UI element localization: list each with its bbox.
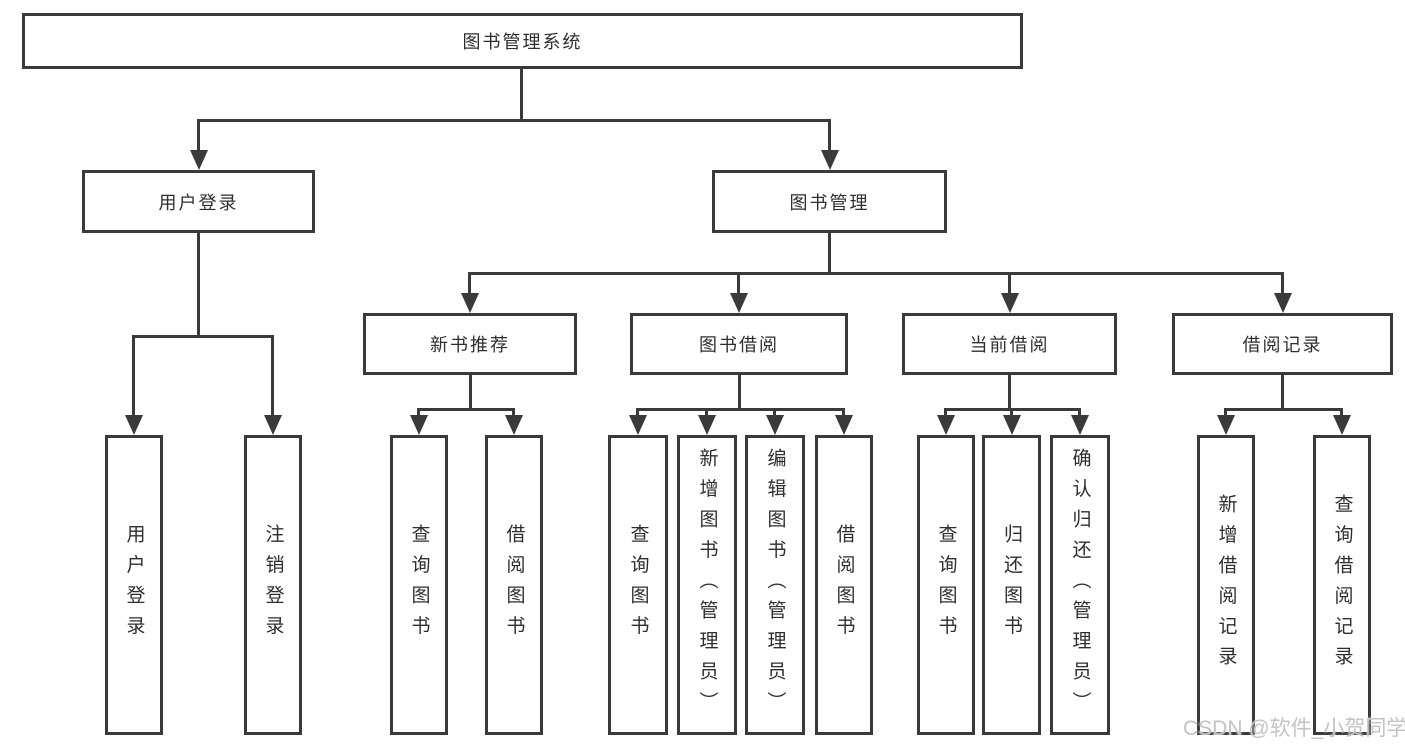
arrowhead-down-icon <box>1217 415 1235 435</box>
leaf-confirm-return-admin-label: 确认归还（管理员） <box>1069 448 1091 722</box>
arrowhead-down-icon <box>1071 415 1089 435</box>
leaf-query-borrow-record: 查询借阅记录 <box>1313 435 1371 735</box>
connector-hline <box>132 335 274 338</box>
leaf-borrow-books-1: 借阅图书 <box>485 435 543 735</box>
connector-vline <box>271 335 274 415</box>
leaf-query-books-1-label: 查询图书 <box>408 524 430 646</box>
leaf-add-books-admin: 新增图书（管理员） <box>677 435 737 735</box>
node-user-login: 用户登录 <box>82 170 315 233</box>
connector-vline <box>705 408 708 415</box>
connector-vline <box>738 375 741 408</box>
leaf-query-books-3-label: 查询图书 <box>935 524 957 646</box>
connector-vline <box>1078 408 1081 415</box>
leaf-add-books-admin-label: 新增图书（管理员） <box>696 448 718 722</box>
connector-vline <box>1008 272 1011 293</box>
connector-vline <box>737 272 740 293</box>
node-borrowing-records-label: 借阅记录 <box>1242 335 1323 355</box>
arrowhead-down-icon <box>835 415 853 435</box>
node-new-book-recommendation-label: 新书推荐 <box>430 335 510 355</box>
arrowhead-down-icon <box>937 415 955 435</box>
connector-vline <box>1281 272 1284 293</box>
connector-vline <box>944 408 947 415</box>
node-user-login-label: 用户登录 <box>158 192 239 213</box>
connector-vline <box>132 335 135 415</box>
leaf-query-books-1: 查询图书 <box>390 435 448 735</box>
leaf-add-borrow-record-label: 新增借阅记录 <box>1215 493 1237 677</box>
node-borrowing-records: 借阅记录 <box>1172 313 1393 375</box>
node-root-system: 图书管理系统 <box>22 13 1023 69</box>
arrowhead-down-icon <box>821 150 839 170</box>
arrowhead-down-icon <box>1274 293 1292 313</box>
connector-vline <box>1008 375 1011 408</box>
connector-vline <box>520 69 523 119</box>
leaf-query-books-2-label: 查询图书 <box>627 524 649 646</box>
connector-vline <box>773 408 776 415</box>
node-book-borrowing-label: 图书借阅 <box>699 335 779 355</box>
connector-hline <box>636 408 845 411</box>
connector-hline <box>417 408 515 411</box>
connector-hline <box>197 119 831 122</box>
leaf-logout: 注销登录 <box>244 435 302 735</box>
node-current-borrowing: 当前借阅 <box>902 313 1117 375</box>
connector-vline <box>828 233 831 272</box>
leaf-user-login-label: 用户登录 <box>123 524 145 646</box>
arrowhead-down-icon <box>190 150 208 170</box>
arrowhead-down-icon <box>1003 415 1021 435</box>
connector-hline <box>468 272 1284 275</box>
connector-vline <box>468 272 471 293</box>
node-book-borrowing: 图书借阅 <box>630 313 848 375</box>
node-book-management: 图书管理 <box>712 170 947 233</box>
connector-vline <box>512 408 515 415</box>
leaf-query-books-3: 查询图书 <box>917 435 975 735</box>
node-new-book-recommendation: 新书推荐 <box>363 313 577 375</box>
connector-vline <box>197 233 200 335</box>
csdn-watermark: CSDN @软件_小贺同学 <box>1183 717 1405 740</box>
leaf-return-books: 归还图书 <box>982 435 1041 735</box>
arrowhead-down-icon <box>125 415 143 435</box>
leaf-borrow-books-2-label: 借阅图书 <box>833 524 855 646</box>
arrowhead-down-icon <box>461 293 479 313</box>
node-book-management-label: 图书管理 <box>789 192 870 213</box>
node-root-label: 图书管理系统 <box>462 32 583 52</box>
leaf-confirm-return-admin: 确认归还（管理员） <box>1050 435 1110 735</box>
connector-vline <box>197 119 200 152</box>
connector-hline <box>1224 408 1343 411</box>
arrowhead-down-icon <box>698 415 716 435</box>
leaf-query-borrow-record-label: 查询借阅记录 <box>1331 493 1353 677</box>
connector-vline <box>1010 408 1013 415</box>
leaf-borrow-books-2: 借阅图书 <box>815 435 873 735</box>
leaf-edit-books-admin: 编辑图书（管理员） <box>745 435 805 735</box>
leaf-return-books-label: 归还图书 <box>1001 524 1022 646</box>
leaf-user-login: 用户登录 <box>105 435 163 735</box>
connector-vline <box>417 408 420 415</box>
arrowhead-down-icon <box>1333 415 1351 435</box>
node-current-borrowing-label: 当前借阅 <box>969 335 1050 355</box>
leaf-query-books-2: 查询图书 <box>608 435 668 735</box>
leaf-borrow-books-1-label: 借阅图书 <box>503 524 525 646</box>
connector-vline <box>842 408 845 415</box>
connector-vline <box>1281 375 1284 408</box>
connector-vline <box>828 119 831 152</box>
leaf-add-borrow-record: 新增借阅记录 <box>1197 435 1255 735</box>
connector-vline <box>1340 408 1343 415</box>
connector-vline <box>636 408 639 415</box>
leaf-logout-label: 注销登录 <box>262 524 284 646</box>
arrowhead-down-icon <box>730 293 748 313</box>
arrowhead-down-icon <box>505 415 523 435</box>
arrowhead-down-icon <box>629 415 647 435</box>
arrowhead-down-icon <box>766 415 784 435</box>
arrowhead-down-icon <box>264 415 282 435</box>
connector-vline <box>1224 408 1227 415</box>
connector-vline <box>469 375 472 408</box>
arrowhead-down-icon <box>410 415 428 435</box>
leaf-edit-books-admin-label: 编辑图书（管理员） <box>764 448 786 722</box>
arrowhead-down-icon <box>1001 293 1019 313</box>
